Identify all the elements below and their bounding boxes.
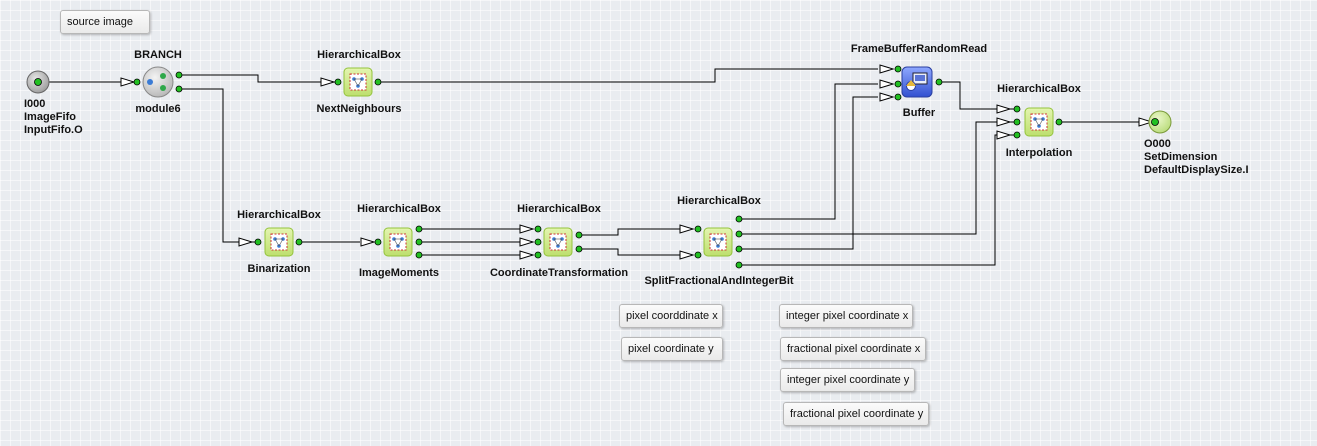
wire-split-fracy-to-interpolation[interactable] — [739, 134, 1014, 266]
port-dot[interactable] — [534, 238, 542, 246]
comment-fractional-pixel-y[interactable]: fractional pixel coordinate y — [783, 402, 929, 426]
port-dot[interactable] — [894, 65, 902, 73]
nextneighbours-name-label: NextNeighbours — [316, 103, 402, 115]
splitfractional-name-label: SplitFractionalAndIntegerBit — [644, 275, 794, 287]
interpolation-name-label: Interpolation — [1005, 147, 1073, 159]
port-dot[interactable] — [735, 245, 743, 253]
port-dot[interactable] — [735, 215, 743, 223]
binarization-type-label: HierarchicalBox — [237, 209, 321, 221]
port-dot[interactable] — [735, 261, 743, 269]
branch-node[interactable] — [133, 66, 183, 98]
port-dot[interactable] — [254, 238, 262, 246]
port-dot[interactable] — [1013, 105, 1021, 113]
port-dot[interactable] — [694, 251, 702, 259]
comment-pixel-coordinate-x[interactable]: pixel coorddinate x — [619, 304, 723, 328]
wire-transform-y-to-split[interactable] — [580, 248, 680, 256]
port-dot[interactable] — [374, 238, 382, 246]
buffer-node[interactable] — [894, 65, 943, 101]
comment-integer-pixel-x[interactable]: integer pixel coordinate x — [779, 304, 913, 328]
input-port-name-label: ImageFifo — [24, 111, 76, 123]
port-dot[interactable] — [175, 85, 183, 93]
port-dot[interactable] — [1151, 118, 1159, 126]
output-port-node[interactable] — [1148, 110, 1172, 134]
port-dot[interactable] — [534, 251, 542, 259]
hierarchical-box-icon — [383, 227, 413, 257]
port-dot[interactable] — [1013, 131, 1021, 139]
wire-split-intx-to-buffer[interactable] — [739, 83, 878, 220]
port-dot[interactable] — [374, 78, 382, 86]
port-dot[interactable] — [1013, 118, 1021, 126]
hierarchical-box-icon — [1024, 107, 1054, 137]
port-dot[interactable] — [175, 71, 183, 79]
binarization-name-label: Binarization — [247, 263, 311, 275]
wire-split-fracx-to-interpolation[interactable] — [739, 121, 1014, 235]
wire-branch-to-nextneighbours[interactable] — [180, 74, 338, 83]
binarization-box[interactable] — [254, 227, 303, 257]
input-port-target-label: InputFifo.O — [24, 124, 83, 136]
port-dot[interactable] — [894, 93, 902, 101]
nextneighbours-box[interactable] — [334, 67, 382, 97]
port-dot[interactable] — [575, 245, 583, 253]
buffer-type-label: FrameBufferRandomRead — [850, 43, 988, 55]
coordinatetransformation-name-label: CoordinateTransformation — [489, 267, 629, 279]
port-dot[interactable] — [894, 80, 902, 88]
port-dot[interactable] — [694, 225, 702, 233]
connection-wires — [38, 68, 1155, 266]
branch-name-label: module6 — [135, 103, 181, 115]
hierarchical-box-icon — [343, 67, 373, 97]
comment-source-image[interactable]: source image — [60, 10, 150, 34]
port-dot[interactable] — [415, 225, 423, 233]
input-port-node[interactable] — [26, 70, 50, 94]
wire-split-inty-to-buffer[interactable] — [739, 96, 878, 250]
imagemoments-name-label: ImageMoments — [358, 267, 440, 279]
wire-nextneighbours-to-buffer[interactable] — [379, 68, 878, 83]
input-port-id-label: I000 — [24, 98, 46, 110]
imagemoments-box[interactable] — [374, 225, 423, 259]
interpolation-box[interactable] — [1013, 105, 1063, 139]
branch-type-label: BRANCH — [134, 49, 182, 61]
hierarchical-box-icon — [264, 227, 294, 257]
buffer-name-label: Buffer — [902, 107, 936, 119]
port-dot[interactable] — [415, 251, 423, 259]
imagemoments-type-label: HierarchicalBox — [357, 203, 441, 215]
comment-pixel-coordinate-y[interactable]: pixel coordinate y — [621, 337, 723, 361]
wire-transform-x-to-split[interactable] — [580, 228, 680, 236]
splitfractional-type-label: HierarchicalBox — [677, 195, 761, 207]
port-dot[interactable] — [575, 231, 583, 239]
port-dot[interactable] — [1055, 118, 1063, 126]
comment-fractional-pixel-x[interactable]: fractional pixel coordinate x — [780, 337, 926, 361]
coordinatetransformation-type-label: HierarchicalBox — [517, 203, 601, 215]
output-port-id-label: O000 — [1144, 138, 1171, 150]
hierarchical-box-icon — [543, 227, 573, 257]
port-dot[interactable] — [334, 78, 342, 86]
port-dot[interactable] — [295, 238, 303, 246]
output-port-icon — [1148, 110, 1172, 134]
input-arrowheads — [120, 64, 1154, 260]
port-dot[interactable] — [415, 238, 423, 246]
hierarchical-box-icon — [703, 227, 733, 257]
output-port-target-label: DefaultDisplaySize.I — [1144, 164, 1249, 176]
comment-integer-pixel-y[interactable]: integer pixel coordinate y — [780, 368, 915, 392]
port-dot[interactable] — [133, 78, 141, 86]
output-port-name-label: SetDimension — [1144, 151, 1218, 163]
port-dot[interactable] — [534, 225, 542, 233]
splitfractional-box[interactable] — [694, 215, 743, 269]
coordinatetransformation-box[interactable] — [534, 225, 583, 259]
port-dot[interactable] — [34, 78, 42, 86]
port-dot[interactable] — [735, 230, 743, 238]
port-dot[interactable] — [935, 78, 943, 86]
nextneighbours-type-label: HierarchicalBox — [317, 49, 401, 61]
interpolation-type-label: HierarchicalBox — [997, 83, 1081, 95]
